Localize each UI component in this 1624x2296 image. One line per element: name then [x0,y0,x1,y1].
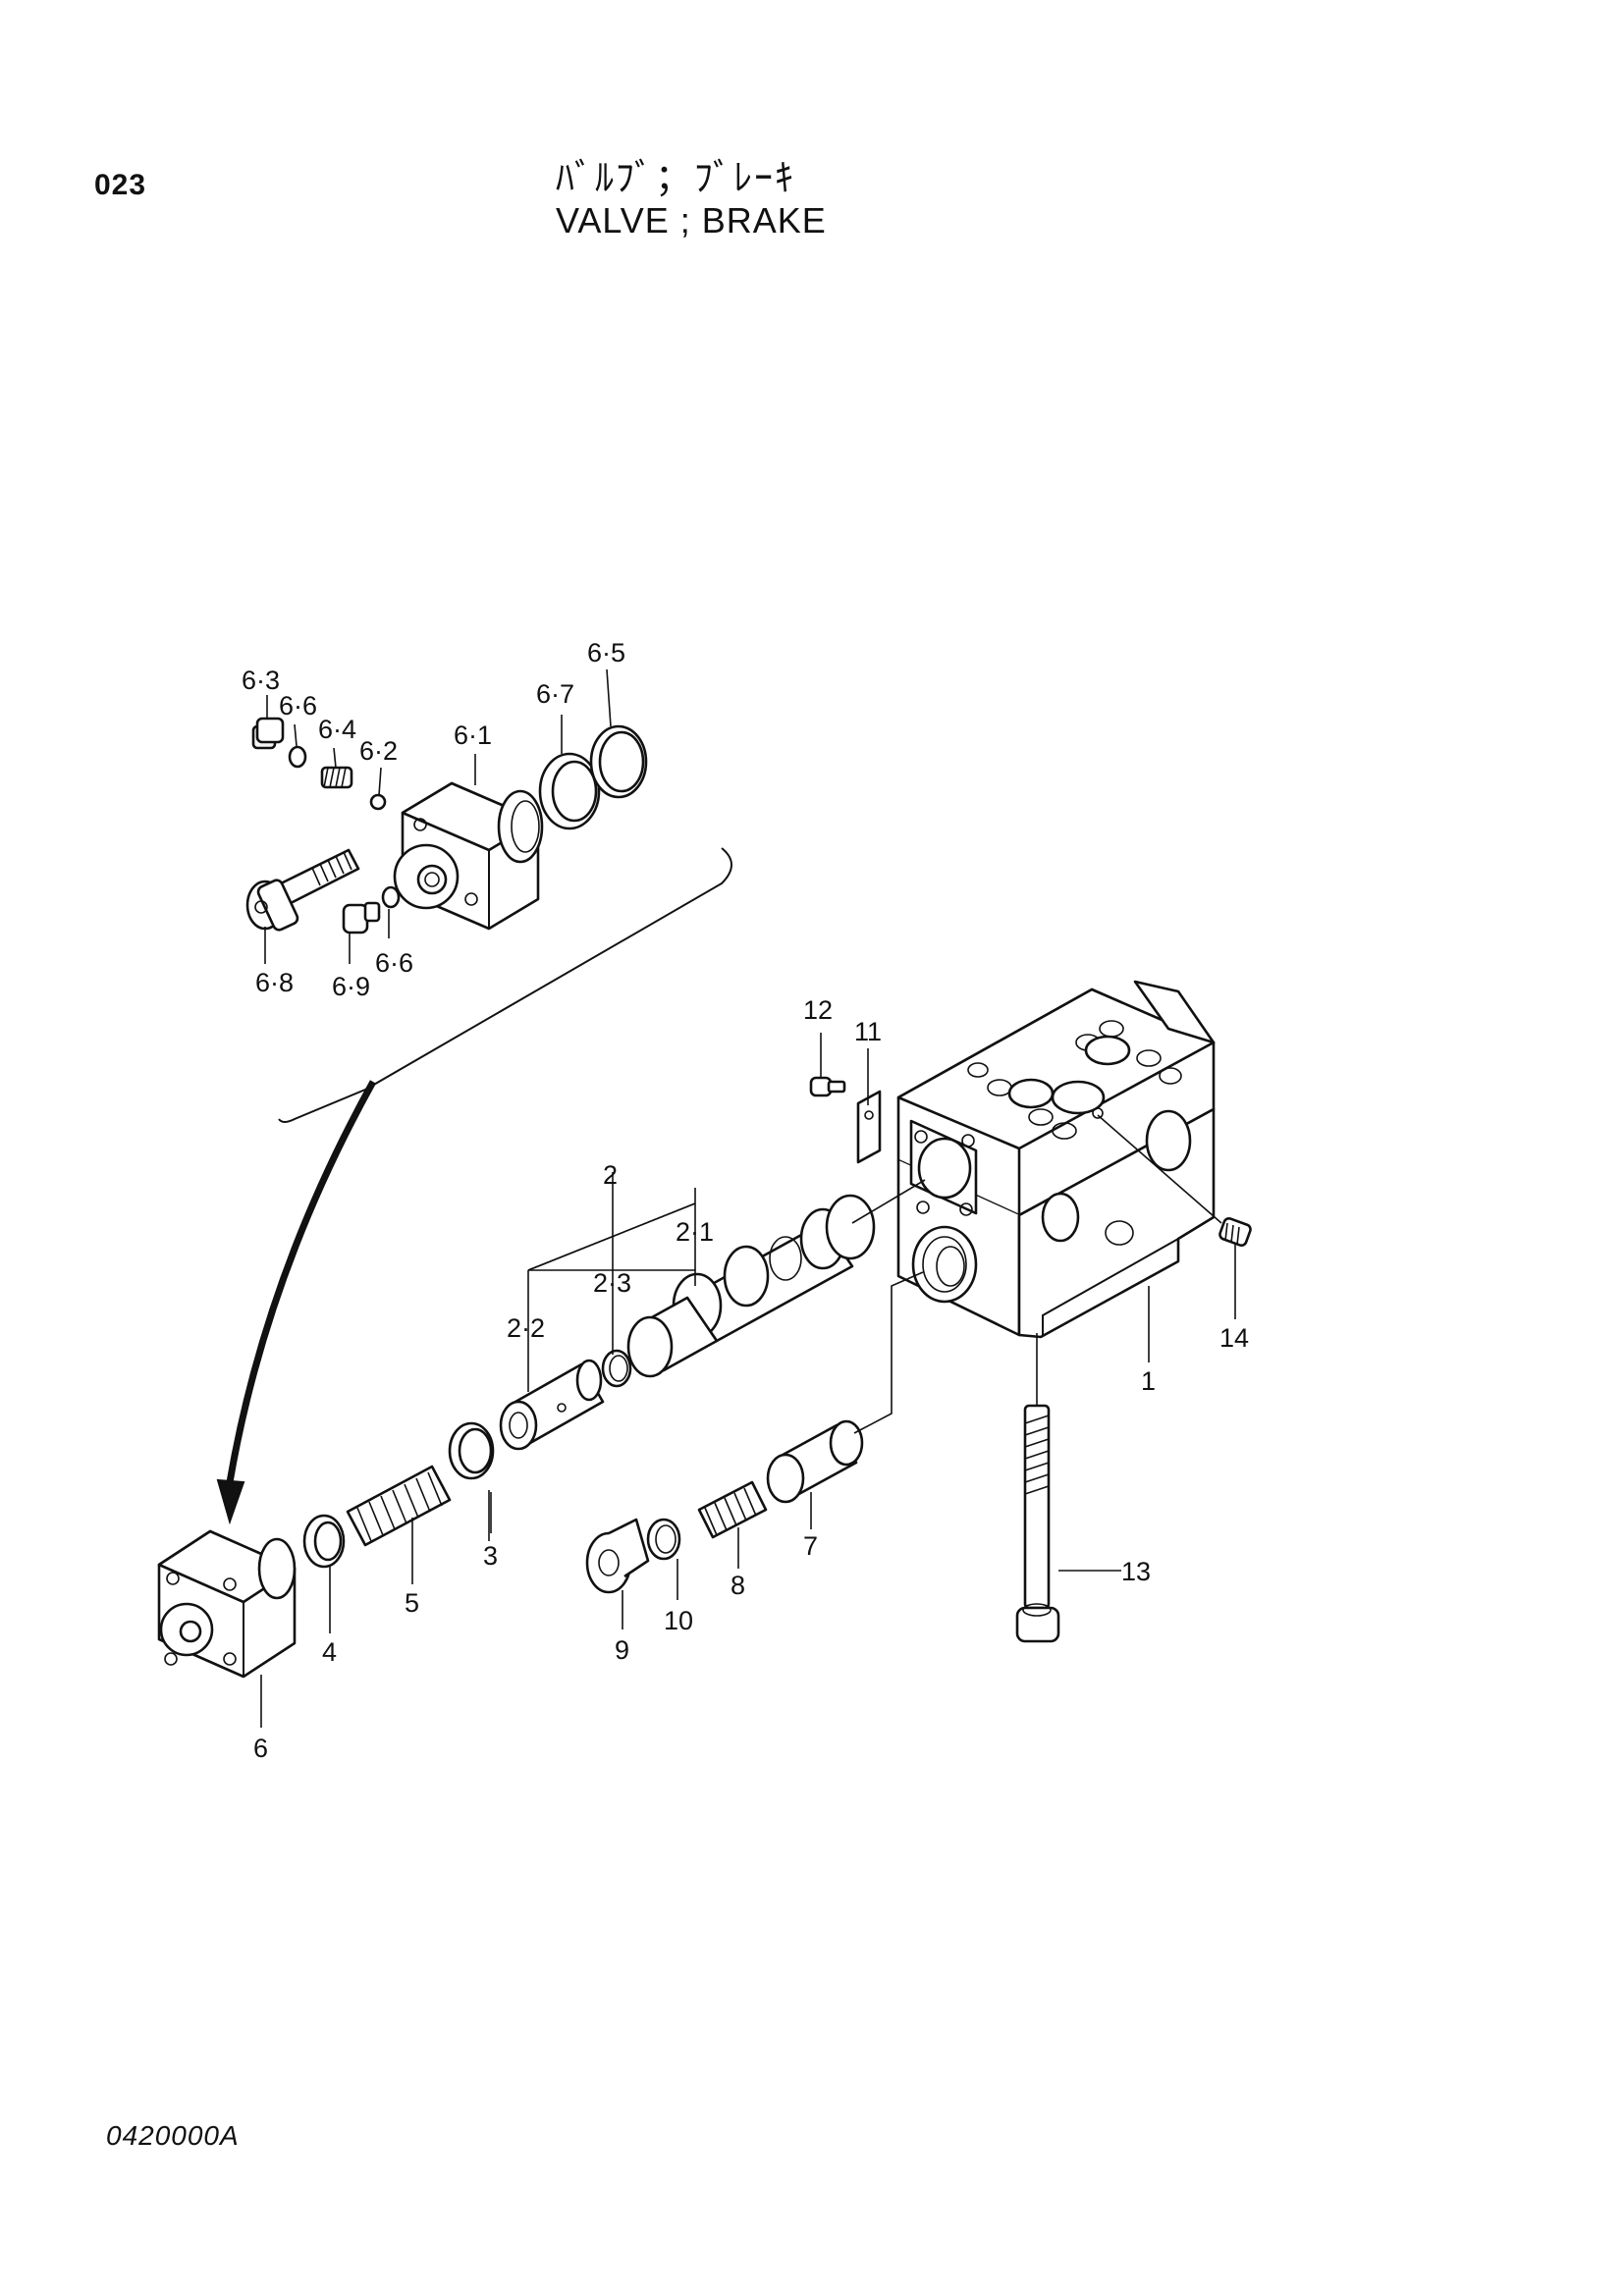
part-6-3-plug [251,717,285,750]
callout-7: 7 [803,1531,818,1561]
part-14-plug [1218,1216,1252,1248]
part-2-2-piston [499,1359,605,1451]
callout-6-7: 6·7 [536,679,574,709]
callout-13: 13 [1121,1557,1151,1586]
callout-6-6-lower: 6·6 [375,948,413,978]
callout-6-4: 6·4 [318,715,356,744]
callout-6-1: 6·1 [454,721,492,750]
part-6-9-plug [342,901,381,934]
callout-10: 10 [664,1606,693,1635]
inset-subassembly [245,668,732,1123]
callout-2: 2 [603,1160,618,1190]
part-6-6-oring-upper [288,745,307,769]
part-13-long-bolt [1015,1404,1060,1643]
part-6-1-cover [393,781,544,931]
title-japanese: ﾊﾞﾙﾌﾞ；ﾌﾞﾚｰｷ [556,158,796,199]
part-3-oring [448,1421,495,1480]
part-6-cover-assembly [157,1529,297,1679]
part-11-plate [856,1090,882,1164]
callout-4: 4 [322,1637,337,1667]
drawing-code: 0420000A [106,2120,240,2151]
assembly-line-lower [853,1271,924,1434]
callout-8: 8 [731,1571,745,1600]
part-1-valve-body [896,980,1216,1339]
assembly-arrow [216,1080,377,1525]
part-6-2-ball [369,793,387,811]
part-6-4-spring [320,766,353,789]
callout-6-3: 6·3 [242,666,280,695]
part-10-oring [646,1518,681,1561]
assembly-line-spool [851,1179,926,1224]
part-2-sleeve [626,1296,719,1378]
callout-6-6-upper: 6·6 [279,691,317,721]
callout-6-5: 6·5 [587,638,625,667]
callout-1: 1 [1141,1366,1156,1396]
page-number: 023 [94,169,147,201]
part-7-sleeve [766,1419,864,1504]
callout-3: 3 [483,1541,498,1571]
callout-2-1: 2·1 [676,1217,714,1247]
callout-14: 14 [1219,1323,1249,1353]
part-8-spring [697,1480,768,1539]
title-english: VALVE ; BRAKE [556,200,827,240]
callout-6-9: 6·9 [332,972,370,1001]
callout-2-2: 2·2 [507,1313,545,1343]
leader-14-axis [1097,1114,1222,1224]
part-6-6-oring-lower [381,885,401,909]
callout-9: 9 [615,1635,629,1665]
callout-12: 12 [803,995,833,1025]
callout-2-3: 2·3 [593,1268,631,1298]
callout-6-2: 6·2 [359,736,398,766]
part-6-8-socket-bolt [245,848,360,932]
callout-11: 11 [854,1017,882,1046]
callout-6-8: 6·8 [255,968,294,997]
part-6-5-oring [589,724,648,799]
part-5-spring [346,1465,452,1547]
callout-5: 5 [405,1588,419,1618]
part-4-ring [302,1514,346,1569]
part-2-3-oring [601,1349,632,1388]
part-9-plug [585,1518,650,1594]
part-6-7-backup-ring [538,752,601,830]
part-12-screw [809,1076,846,1097]
callout-6: 6 [253,1734,268,1763]
